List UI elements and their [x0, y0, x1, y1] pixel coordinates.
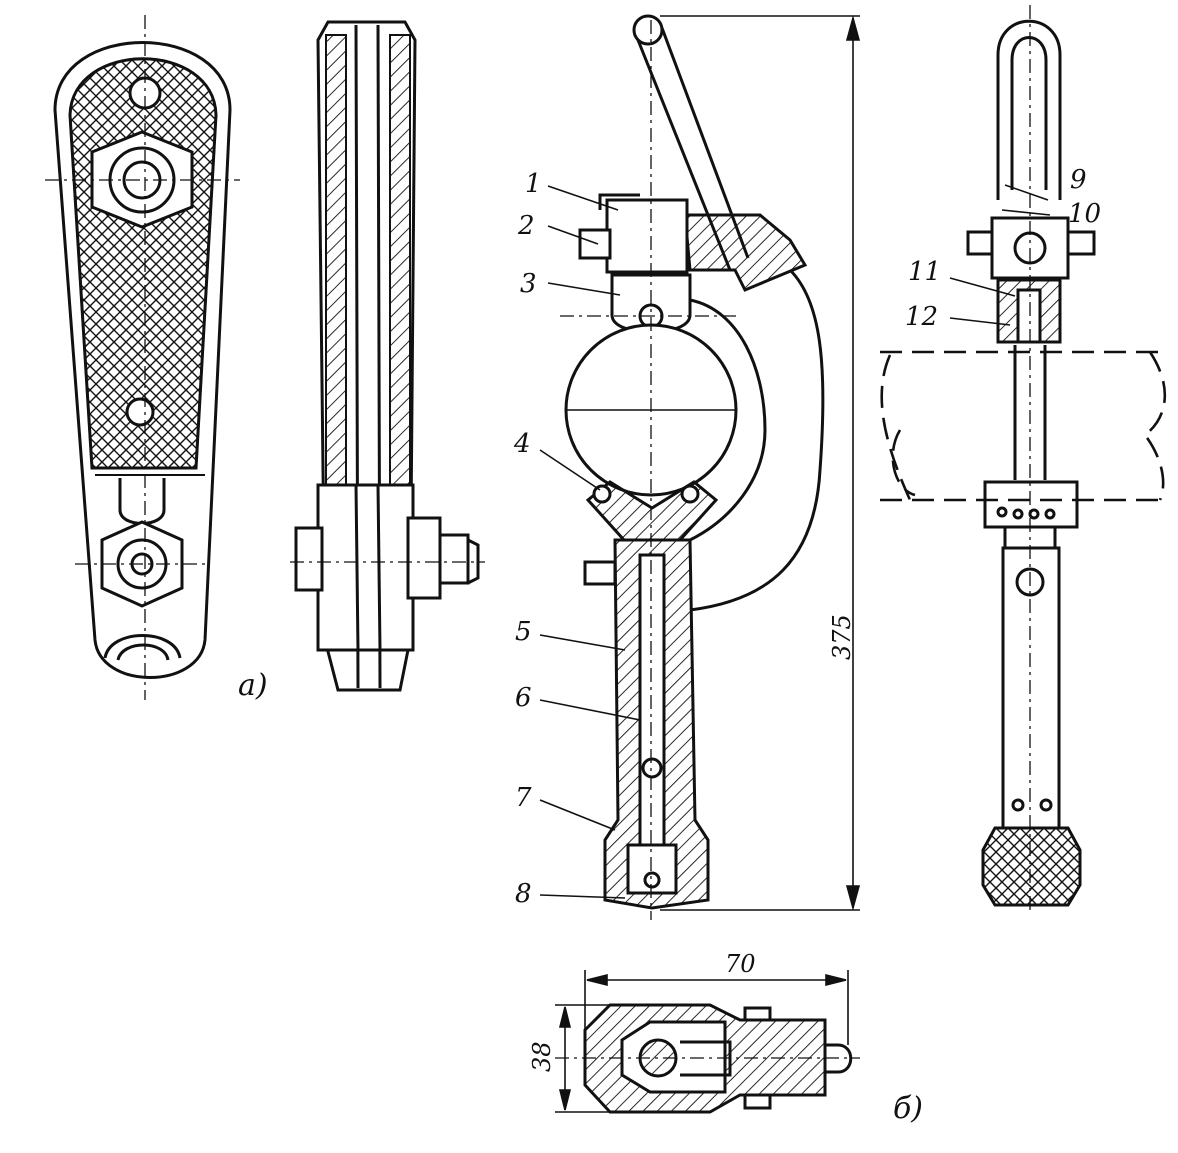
- view-a-side-plate: [294, 20, 480, 692]
- view-a-front-plate: [53, 41, 232, 679]
- view-b-side: [966, 19, 1096, 907]
- dimension-375-label: 375: [828, 614, 856, 660]
- callout-3: 3: [520, 269, 537, 299]
- callout-8: 8: [515, 879, 532, 909]
- caption-a: а): [238, 668, 268, 703]
- callout-5: 5: [515, 617, 532, 647]
- dimension-38: [555, 1004, 610, 1113]
- pipe-phantom: [880, 350, 1167, 502]
- callout-4: 4: [513, 429, 531, 459]
- view-b-section: [564, 14, 825, 910]
- dimension-70-label: 70: [725, 950, 756, 978]
- callout-6: 6: [515, 683, 532, 713]
- dimension-375: [660, 14, 861, 912]
- callout-10: 10: [1068, 199, 1101, 229]
- dimension-70: [584, 970, 849, 1045]
- callout-1: 1: [525, 169, 542, 199]
- caption-b: б): [893, 1091, 923, 1126]
- view-b-centerlines: [560, 20, 740, 920]
- dimension-38-label: 38: [528, 1041, 556, 1072]
- callout-12: 12: [905, 302, 938, 332]
- callout-11: 11: [908, 257, 941, 287]
- callout-7: 7: [515, 783, 532, 813]
- callout-9: 9: [1070, 165, 1087, 195]
- callout-2: 2: [517, 211, 535, 241]
- leader-lines: [539, 184, 1051, 899]
- view-a-centerlines: [45, 15, 240, 700]
